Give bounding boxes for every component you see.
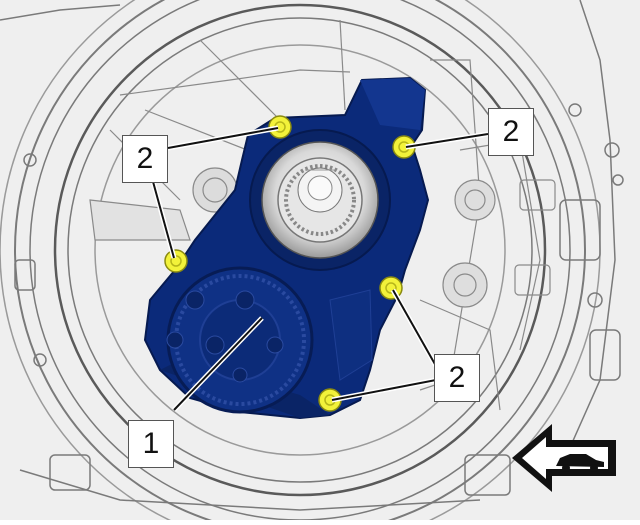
bolt-icon [268,115,292,139]
bolt-icon [318,388,342,412]
car-forward-arrow-icon [512,424,616,492]
housing-outline [0,0,624,525]
callout-actuator: 1 [128,420,174,468]
callout-bolt-top-right: 2 [488,108,534,156]
bolts [164,115,416,412]
callout-bolt-top-left: 2 [122,135,168,183]
callout-bolt-lower: 2 [434,354,480,402]
bolt-icon [164,249,188,273]
central-shaft [249,129,391,271]
leader-lines [151,127,489,411]
